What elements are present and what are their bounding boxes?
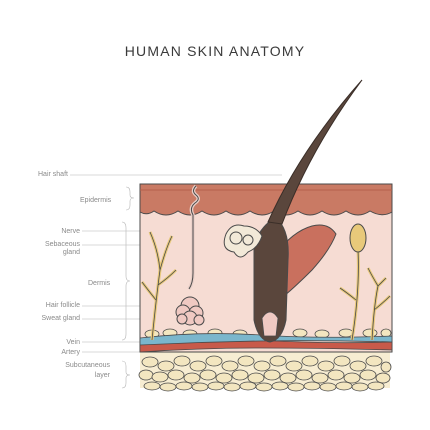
label-sweat-gland: Sweat gland (41, 315, 80, 322)
label-sebaceous-2: gland (62, 249, 80, 256)
label-subcutaneous-2: layer (94, 372, 110, 379)
label-artery: Artery (61, 349, 80, 356)
page-title: HUMAN SKIN ANATOMY (124, 43, 306, 59)
label-subcutaneous-1: Subcutaneous (65, 362, 110, 369)
label-hair-follicle: Hair follicle (45, 302, 80, 309)
sebaceous-gland (223, 224, 263, 258)
label-epidermis: Epidermis (80, 197, 112, 204)
epidermis-layer (139, 183, 393, 216)
pacinian-corpuscle-icon (349, 223, 367, 253)
label-dermis: Dermis (88, 280, 111, 287)
label-sebaceous-1: Sebaceous (44, 241, 80, 248)
nerves (140, 223, 392, 341)
label-vein: Vein (66, 339, 80, 346)
subcutaneous-layer (138, 350, 392, 392)
label-nerve: Nerve (61, 228, 80, 235)
sweat-gland (175, 184, 205, 326)
hair-papilla (261, 311, 279, 337)
hair-shaft (267, 79, 363, 225)
label-hair-shaft: Hair shaft (38, 171, 68, 178)
